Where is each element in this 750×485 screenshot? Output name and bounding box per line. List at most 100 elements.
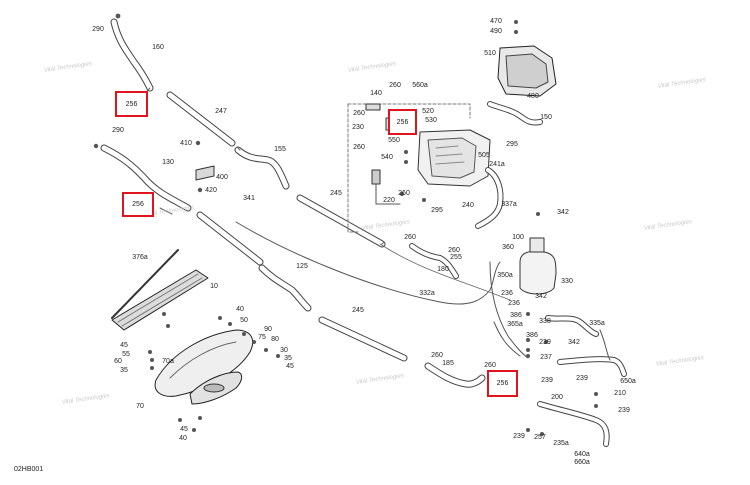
diagram-code: 02HB001 xyxy=(14,466,44,473)
callout-label: 295 xyxy=(506,141,518,148)
callout-label: 155 xyxy=(274,146,286,153)
line-332a xyxy=(235,221,501,305)
callout-label: 45 xyxy=(120,342,128,349)
callout-label: 400 xyxy=(216,174,228,181)
callout-label: 210 xyxy=(614,390,626,397)
callout-label: 260 xyxy=(389,82,401,89)
callout-label: 360 xyxy=(502,244,514,251)
callout-label: 239 xyxy=(539,339,551,346)
callout-label: 10 xyxy=(210,283,218,290)
callout-label: 185 xyxy=(442,360,454,367)
highlighted-callout: 256 xyxy=(122,192,154,217)
callout-label: 342 xyxy=(568,339,580,346)
callout-label: 640a xyxy=(574,451,590,458)
callout-label: 290 xyxy=(112,127,124,134)
callout-label: 386 xyxy=(510,312,522,319)
callout-label: 540 xyxy=(381,154,393,161)
callout-label: 30 xyxy=(280,347,288,354)
callout-label: 260 xyxy=(484,362,496,369)
callout-label: 257 xyxy=(534,434,546,441)
center-dashed-frame xyxy=(347,103,471,233)
callout-label: 239 xyxy=(541,377,553,384)
callout-label: 480 xyxy=(527,93,539,100)
callout-label: 365a xyxy=(507,321,523,328)
callout-label: 470 xyxy=(490,18,502,25)
callout-label: 45 xyxy=(180,426,188,433)
callout-label: 338 xyxy=(539,318,551,325)
callout-label: 220 xyxy=(383,197,395,204)
rod-376a xyxy=(111,249,179,319)
callout-label: 650a xyxy=(620,378,636,385)
callout-label: 510 xyxy=(484,50,496,57)
callout-label: 236 xyxy=(508,300,520,307)
callout-label: 160 xyxy=(152,44,164,51)
callout-label: 236 xyxy=(501,290,513,297)
callout-label: 35 xyxy=(120,367,128,374)
callout-label: 40 xyxy=(236,306,244,313)
callout-label: 342 xyxy=(557,209,569,216)
callout-label: 150 xyxy=(540,114,552,121)
callout-label: 180 xyxy=(437,266,449,273)
callout-label: 245 xyxy=(330,190,342,197)
callout-label: 337a xyxy=(501,201,517,208)
reservoir-330 xyxy=(519,250,557,295)
callout-label: 260 xyxy=(448,247,460,254)
callout-label: 260 xyxy=(431,352,443,359)
callout-label: 490 xyxy=(490,28,502,35)
callout-label: 75 xyxy=(258,334,266,341)
callout-label: 200 xyxy=(551,394,563,401)
callout-label: 241a xyxy=(489,161,505,168)
hose-235a xyxy=(537,401,610,447)
highlighted-callout: 256 xyxy=(388,109,417,135)
callout-label: 376a xyxy=(132,254,148,261)
highlighted-callout: 256 xyxy=(487,370,518,397)
callout-label: 70a xyxy=(162,358,174,365)
callout-label: 330 xyxy=(561,278,573,285)
callout-label: 342 xyxy=(535,293,547,300)
radiator-10 xyxy=(111,269,209,331)
callout-label: 239 xyxy=(513,433,525,440)
callout-label: 410 xyxy=(180,140,192,147)
callout-label: 260 xyxy=(404,234,416,241)
callout-label: 550 xyxy=(388,137,400,144)
callout-label: 130 xyxy=(162,159,174,166)
callout-label: 335a xyxy=(589,320,605,327)
callout-label: 237 xyxy=(540,354,552,361)
highlighted-callout: 256 xyxy=(115,91,148,117)
callout-label: 35 xyxy=(284,355,292,362)
callout-label: 55 xyxy=(122,351,130,358)
callout-label: 260 xyxy=(353,110,365,117)
callout-label: 239 xyxy=(618,407,630,414)
callout-label: 386 xyxy=(526,332,538,339)
callout-label: 80 xyxy=(271,336,279,343)
line-350a xyxy=(489,261,529,359)
callout-label: 100 xyxy=(512,234,524,241)
callout-label: 290 xyxy=(92,26,104,33)
callout-label: 341 xyxy=(243,195,255,202)
callout-label: 530 xyxy=(425,117,437,124)
fan-shroud-70a xyxy=(154,329,254,397)
callout-label: 240 xyxy=(462,202,474,209)
callout-label: 560a xyxy=(412,82,428,89)
callout-label: 125 xyxy=(296,263,308,270)
callout-label: 332a xyxy=(419,290,435,297)
callout-label: 520 xyxy=(422,108,434,115)
callout-label: 255 xyxy=(450,254,462,261)
callout-label: 230 xyxy=(352,124,364,131)
callout-label: 260 xyxy=(353,144,365,151)
callout-label: 50 xyxy=(240,317,248,324)
callout-label: 235a xyxy=(553,440,569,447)
callout-label: 260 xyxy=(398,190,410,197)
callout-label: 295 xyxy=(431,207,443,214)
callout-label: 660a xyxy=(574,459,590,466)
callout-label: 90 xyxy=(264,326,272,333)
callout-label: 70 xyxy=(136,403,144,410)
callout-label: 140 xyxy=(370,90,382,97)
callout-label: 239 xyxy=(576,375,588,382)
callout-label: 60 xyxy=(114,358,122,365)
callout-label: 45 xyxy=(286,363,294,370)
callout-label: 247 xyxy=(215,108,227,115)
callout-label: 505 xyxy=(478,152,490,159)
